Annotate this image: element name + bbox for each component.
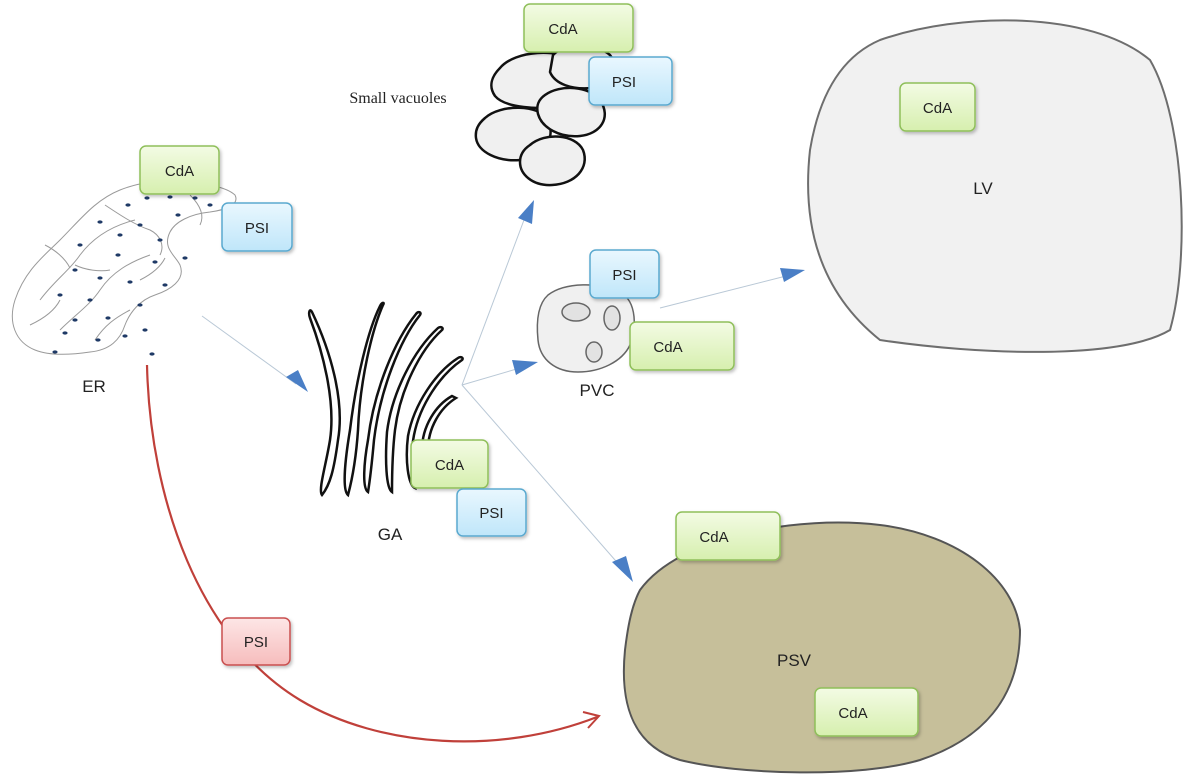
er-network	[11, 180, 237, 355]
pvc-compartment	[536, 284, 635, 373]
pvc-label: PVC	[580, 381, 615, 400]
pvc-cda-text: CdA	[653, 339, 682, 356]
arrowheads	[286, 200, 805, 582]
ga-to-pvc-line	[461, 367, 521, 386]
ga-psi-tag: PSI	[456, 488, 527, 537]
bypass-psi-tag: PSI	[221, 617, 291, 666]
psv-cda-bottom-text: CdA	[838, 705, 867, 722]
er-to-ga-line	[201, 315, 297, 385]
ga-cda-text: CdA	[435, 457, 464, 474]
psv-cda-top-tag: CdA	[675, 511, 781, 561]
er-cda-text: CdA	[165, 163, 194, 180]
ga-to-psv-line	[461, 384, 623, 569]
psv-label: PSV	[777, 651, 812, 670]
pvc-to-lv-line	[659, 274, 791, 309]
psv-vacuole	[622, 521, 1022, 774]
sv-psi-text: PSI	[612, 74, 636, 91]
er-label: ER	[82, 377, 106, 396]
transport-lines	[201, 211, 791, 569]
ga-cda-tag: CdA	[410, 439, 489, 489]
ga-label: GA	[378, 525, 403, 544]
bypass-psi-text: PSI	[244, 634, 268, 651]
lv-label: LV	[973, 179, 993, 198]
pvc-to-lv-arrowhead	[780, 268, 805, 282]
er-cda-tag: CdA	[139, 145, 220, 195]
sv-cda-text: CdA	[548, 21, 577, 38]
lv-cda-tag: CdA	[899, 82, 976, 132]
sv-cda-tag: CdA	[523, 3, 634, 53]
er-ribosomes	[52, 195, 213, 356]
ga-to-small-vacuoles-arrowhead	[518, 200, 534, 224]
sv-psi-tag: PSI	[588, 56, 673, 106]
pvc-psi-text: PSI	[612, 267, 636, 284]
lv-cda-text: CdA	[923, 100, 952, 117]
ga-to-pvc-arrowhead	[512, 360, 538, 375]
pvc-psi-tag: PSI	[589, 249, 660, 299]
pvc-cda-tag: CdA	[629, 321, 735, 371]
ga-to-small-vacuoles-line	[461, 211, 528, 386]
psv-cda-top-text: CdA	[699, 529, 728, 546]
er-to-psv-bypass-arrowhead	[582, 711, 601, 729]
er-to-psv-bypass-arrow	[145, 364, 598, 743]
psv-cda-bottom-tag: CdA	[814, 687, 919, 737]
lv-vacuole	[807, 19, 1183, 353]
ga-psi-text: PSI	[479, 505, 503, 522]
small-vacuoles-label: Small vacuoles	[349, 90, 446, 107]
er-psi-text: PSI	[245, 220, 269, 237]
small-vacuoles-cluster	[474, 44, 617, 187]
er-to-ga-arrowhead	[286, 370, 308, 392]
er-psi-tag: PSI	[221, 202, 293, 252]
ga-to-psv-arrowhead	[612, 556, 633, 582]
